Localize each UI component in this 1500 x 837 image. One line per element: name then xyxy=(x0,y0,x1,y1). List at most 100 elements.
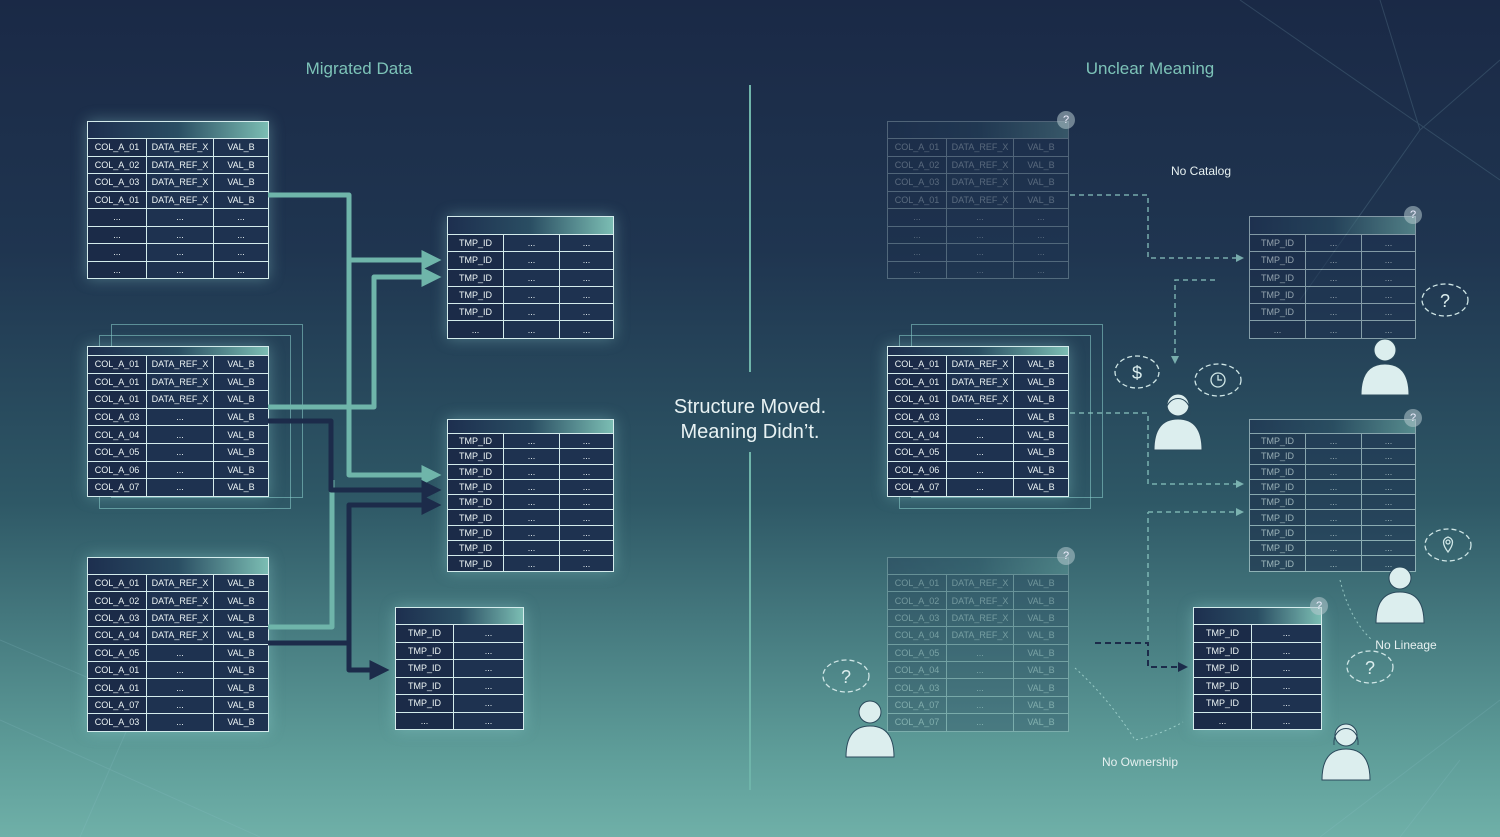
table-row: TMP_ID... xyxy=(1194,660,1321,678)
thought-bubble-question-2 xyxy=(822,659,870,693)
table-cell: TMP_ID xyxy=(1250,235,1306,252)
table-cell: ... xyxy=(504,434,560,449)
table-cell: ... xyxy=(1306,235,1362,252)
table-cell: ... xyxy=(504,541,560,556)
dashed-flow-2 xyxy=(1171,279,1215,364)
table-r-dst1: TMP_ID......TMP_ID......TMP_ID......TMP_… xyxy=(1249,216,1416,339)
table-cell: ... xyxy=(147,408,214,426)
table-cell: VAL_B xyxy=(227,630,255,641)
table-cell: DATA_REF_X xyxy=(147,575,214,592)
table-cell: VAL_B xyxy=(1027,699,1055,710)
table-cell: ... xyxy=(1037,212,1045,223)
table-cell: DATA_REF_X xyxy=(147,627,214,644)
table-cell: VAL_B xyxy=(227,412,255,423)
table-cell: COL_A_07 xyxy=(888,479,947,496)
table-row: ......... xyxy=(888,261,1068,278)
table-cell: ... xyxy=(504,321,560,338)
table-row: TMP_ID...... xyxy=(448,525,613,542)
table-header xyxy=(888,558,1068,575)
left-heading: Migrated Data xyxy=(305,59,413,78)
table-cell: VAL_B xyxy=(227,578,255,589)
table-cell: VAL_B xyxy=(227,682,255,693)
table-cell: DATA_REF_X xyxy=(947,191,1014,208)
table-cell: ... xyxy=(448,321,504,338)
table-cell: ... xyxy=(237,247,245,258)
table-cell: ... xyxy=(484,663,493,674)
table-cell: VAL_B xyxy=(227,612,255,623)
table-row: ......... xyxy=(88,226,268,244)
table-cell: TMP_ID xyxy=(1194,695,1252,712)
table-cell: COL_A_02 xyxy=(888,592,947,609)
table-r-dst2: TMP_ID......TMP_ID......TMP_ID......TMP_… xyxy=(1249,419,1416,572)
table-cell: ... xyxy=(1384,290,1393,301)
table-row: TMP_ID...... xyxy=(448,449,613,465)
table-row: COL_A_03...VAL_B xyxy=(88,714,268,731)
table-cell: TMP_ID xyxy=(1250,525,1306,541)
table-cell: COL_A_01 xyxy=(888,356,947,373)
table-row: ......... xyxy=(888,209,1068,227)
table-cell: COL_A_01 xyxy=(88,391,147,408)
table-cell: ... xyxy=(947,244,1014,261)
table-cell: DATA_REF_X xyxy=(147,191,214,208)
table-row: COL_A_07...VAL_B xyxy=(888,696,1068,715)
table-cell: COL_A_02 xyxy=(888,156,947,173)
table-cell: ... xyxy=(1384,512,1393,523)
table-cell: ... xyxy=(582,558,591,569)
table-row: COL_A_04...VAL_B xyxy=(88,426,268,444)
table-cell: DATA_REF_X xyxy=(947,139,1014,156)
table-cell: ... xyxy=(147,644,214,661)
table-cell: DATA_REF_X xyxy=(947,156,1014,173)
table-cell: ... xyxy=(1306,286,1362,304)
table-row: TMP_ID... xyxy=(1194,677,1321,695)
table-cell: ... xyxy=(888,261,947,278)
table-cell: COL_A_01 xyxy=(88,356,147,373)
table-row: TMP_ID...... xyxy=(448,556,613,571)
table-cell: COL_A_03 xyxy=(88,408,147,426)
table-cell: VAL_B xyxy=(227,595,255,606)
table-cell: ... xyxy=(1306,556,1362,571)
table-header xyxy=(448,420,613,434)
table-cell: ... xyxy=(1384,272,1393,283)
thought-bubble-location xyxy=(1424,528,1472,562)
table-row: COL_A_03...VAL_B xyxy=(888,408,1068,427)
table-cell: COL_A_01 xyxy=(888,139,947,156)
table-cell: COL_A_01 xyxy=(888,391,947,408)
thought-bubble-clock xyxy=(1194,363,1242,397)
table-cell: ... xyxy=(582,324,591,335)
table-cell: ... xyxy=(1384,324,1393,335)
table-row: ......... xyxy=(88,244,268,262)
question-badge-icon: ? xyxy=(1057,547,1075,565)
table-cell: VAL_B xyxy=(227,717,255,728)
table-cell: TMP_ID xyxy=(1250,252,1306,269)
table-cell: ... xyxy=(504,449,560,464)
table-cell: ... xyxy=(947,679,1014,696)
table-cell: TMP_ID xyxy=(1250,495,1306,510)
table-cell: VAL_B xyxy=(1027,429,1055,440)
table-cell: TMP_ID xyxy=(1250,510,1306,525)
thought-bubble-question-3 xyxy=(1346,650,1394,684)
table-cell: TMP_ID xyxy=(396,695,454,712)
table-cell: ... xyxy=(1384,436,1393,447)
table-cell: ... xyxy=(88,209,147,226)
table-cell: ... xyxy=(1037,229,1045,240)
table-row: TMP_ID... xyxy=(1194,625,1321,643)
table-cell: COL_A_03 xyxy=(888,408,947,426)
table-cell: VAL_B xyxy=(227,394,255,405)
table-cell: ... xyxy=(582,272,591,283)
table-row: COL_A_01...VAL_B xyxy=(88,661,268,680)
table-cell: COL_A_01 xyxy=(888,575,947,592)
table-cell: ... xyxy=(582,527,591,538)
table-cell: ... xyxy=(582,497,591,508)
table-cell: ... xyxy=(1282,628,1291,639)
table-cell: ... xyxy=(947,644,1014,661)
table-cell: ... xyxy=(888,226,947,243)
